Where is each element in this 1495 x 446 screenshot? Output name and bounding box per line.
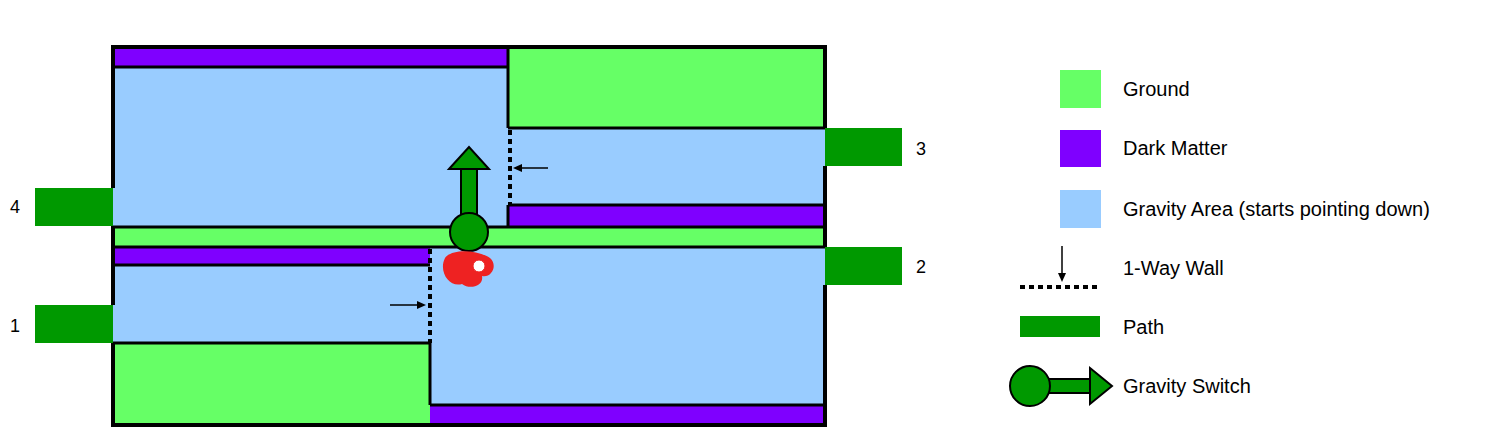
- wall-arrow: [520, 167, 548, 169]
- region-borders: [113, 47, 825, 405]
- wall-arrow-head: [513, 164, 522, 172]
- ground: [113, 343, 430, 425]
- one-way-wall: [508, 130, 512, 205]
- path: [825, 247, 902, 285]
- path-number: 3: [916, 140, 926, 160]
- dark-matter: [430, 405, 825, 425]
- legend-arrow-head: [1058, 273, 1066, 282]
- legend-arrow: [1061, 246, 1063, 274]
- one-way-wall: [428, 249, 432, 343]
- path: [825, 128, 902, 166]
- switch-arrow: [461, 168, 477, 216]
- legend-label: Ground: [1123, 78, 1190, 100]
- dark-matter: [508, 205, 825, 227]
- path: [35, 305, 113, 343]
- outer-border: [111, 47, 827, 425]
- legend-label: Dark Matter: [1123, 137, 1227, 159]
- legend-wall: [1020, 285, 1100, 289]
- legend-label: Path: [1123, 316, 1164, 338]
- gravity-area: [430, 247, 825, 405]
- path: [35, 188, 113, 226]
- switch-arrow-head: [449, 147, 489, 169]
- legend-switch: [1010, 366, 1050, 406]
- gravity-switch: [450, 213, 488, 251]
- legend-swatch: [1060, 190, 1101, 228]
- path-number: 2: [916, 258, 926, 278]
- legend-swatch: [1060, 130, 1101, 167]
- dark-matter: [113, 247, 430, 265]
- legend-label: Gravity Switch: [1123, 375, 1251, 397]
- legend-label: Gravity Area (starts pointing down): [1123, 198, 1430, 220]
- dark-matter: [113, 47, 508, 67]
- legend-label: 1-Way Wall: [1123, 257, 1224, 279]
- path-number: 1: [10, 317, 20, 337]
- legend-switch-arrow: [1045, 379, 1091, 393]
- legend-switch-head: [1090, 368, 1112, 404]
- wall-arrow: [390, 304, 418, 306]
- ground: [508, 47, 825, 128]
- wall-arrow-head: [417, 301, 426, 309]
- player-emblem: [473, 260, 485, 272]
- path-number: 4: [10, 198, 20, 218]
- player-icon: [443, 251, 494, 287]
- gravity-area: [113, 265, 430, 343]
- legend-swatch: [1060, 70, 1101, 108]
- gravity-area: [113, 67, 825, 228]
- legend-swatch: [1020, 316, 1100, 337]
